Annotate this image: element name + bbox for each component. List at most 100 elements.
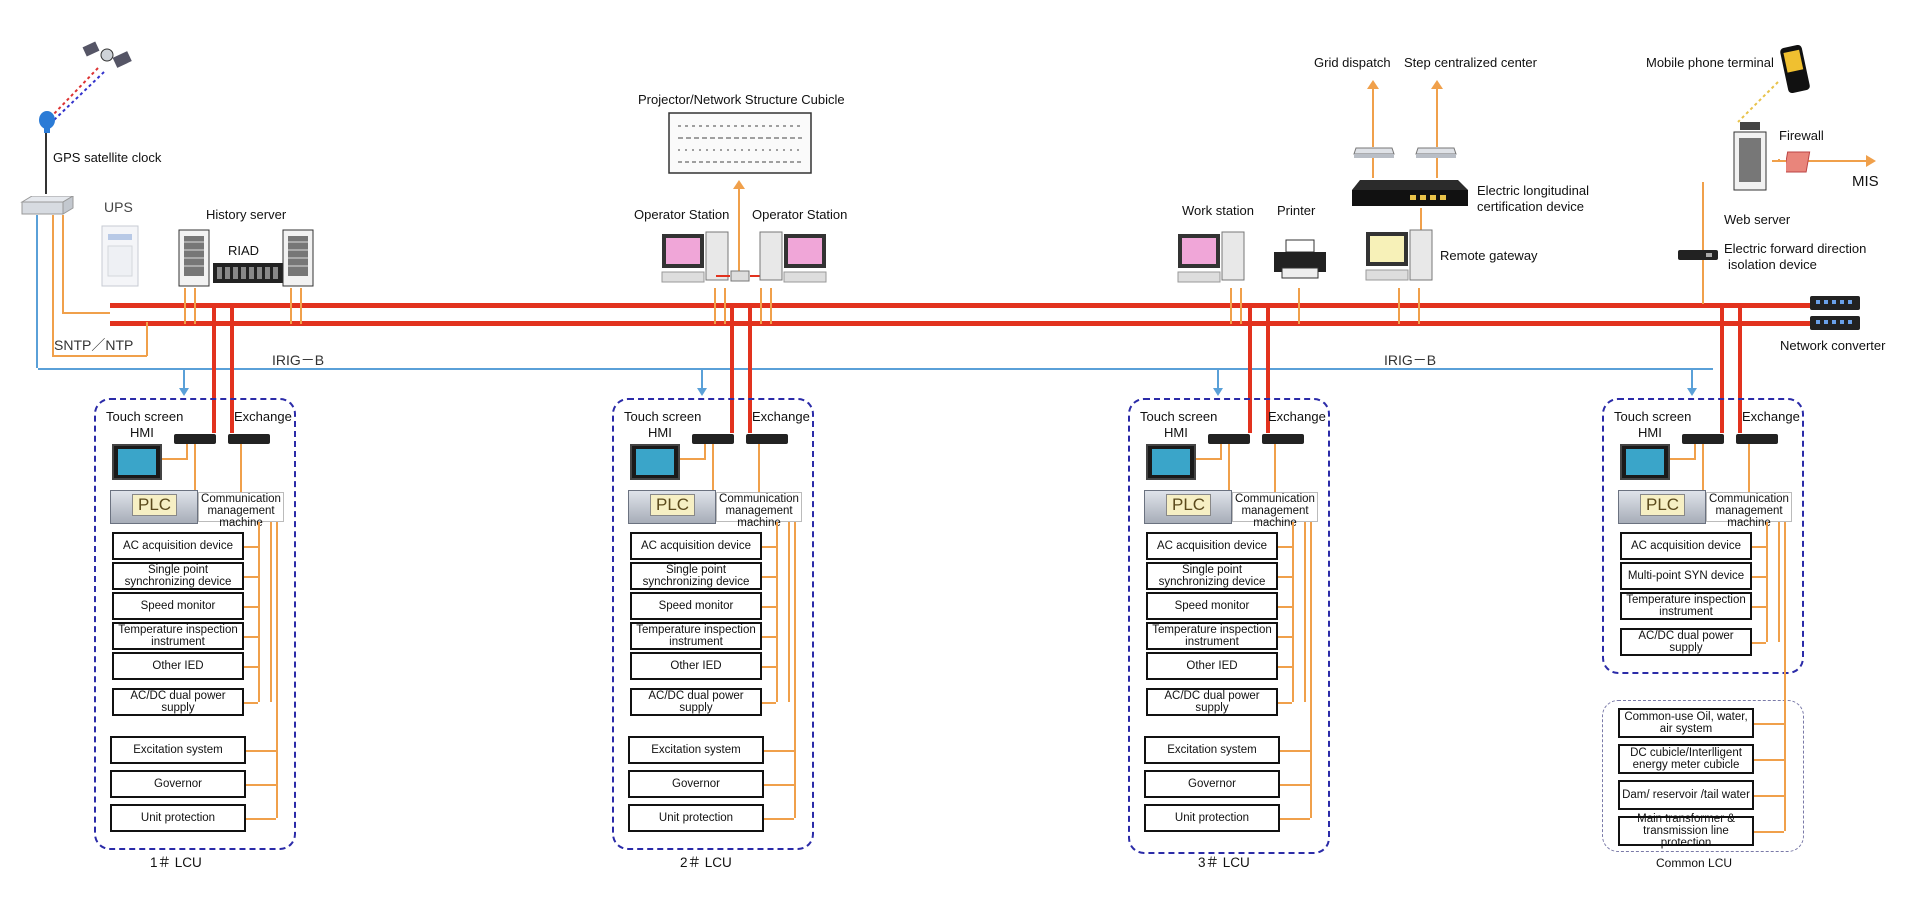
- lcu-wire: [1274, 444, 1276, 494]
- system-box: Unit protection: [110, 804, 246, 832]
- lcu-vertical-bus: [788, 522, 790, 702]
- lcu-vertical-bus: [270, 522, 272, 702]
- gps-antenna-icon: [39, 111, 55, 133]
- lcu-caption: 3＃ LCU: [1198, 855, 1250, 870]
- kvm-link: [716, 275, 730, 277]
- satellite-icon: [82, 41, 132, 68]
- system-wire: [764, 750, 794, 752]
- common-system-box: Dam/ reservoir /tail water: [1618, 780, 1754, 810]
- lcu-caption: 1＃ LCU: [150, 855, 202, 870]
- printer-drop: [1298, 288, 1300, 324]
- hmi-screen-display: [636, 449, 674, 475]
- system-vertical-bus: [1310, 522, 1312, 818]
- lcu-caption: 2＃ LCU: [680, 855, 732, 870]
- common-system-box: Main transformer & transmission line pro…: [1618, 813, 1754, 849]
- system-box: Unit protection: [628, 804, 764, 832]
- lcu-wire: [1220, 444, 1222, 460]
- system-vertical-bus: [276, 522, 278, 818]
- raid-array-icon: [213, 263, 283, 283]
- device-box: Temperature inspection instrument: [630, 622, 762, 650]
- device-wire: [244, 546, 258, 548]
- lcu-vertical-bus: [776, 522, 778, 702]
- mobile-label: Mobile phone terminal: [1646, 55, 1774, 70]
- hmi-screen-display: [1626, 449, 1664, 475]
- system-vertical-bus: [794, 522, 796, 818]
- hmi-label: HMI: [1638, 425, 1662, 440]
- comm-label-line-2: management machine: [725, 505, 793, 529]
- exchange-label: Exchange: [234, 409, 292, 424]
- device-box: Speed monitor: [1146, 592, 1278, 620]
- gateway-computer-icon: [1365, 229, 1433, 281]
- certification-device-icon: [1352, 180, 1468, 206]
- gateway-drop: [1418, 288, 1420, 324]
- ups-link: [62, 312, 110, 314]
- lcu-frame: [612, 398, 814, 850]
- arrow-up-icon: [1431, 80, 1443, 89]
- device-wire: [762, 636, 776, 638]
- firewall-label: Firewall: [1779, 128, 1824, 143]
- web-server-label: Web server: [1724, 212, 1791, 227]
- arrow-up-icon: [733, 180, 745, 189]
- device-wire: [1278, 666, 1292, 668]
- comm-label-line-2: management machine: [1715, 505, 1783, 529]
- lcu-network-drop: [1738, 305, 1742, 433]
- device-wire: [762, 576, 776, 578]
- system-wire: [246, 784, 276, 786]
- sntp-link: [146, 322, 148, 356]
- router-icon: [1353, 147, 1395, 158]
- lcu-wire: [186, 444, 188, 460]
- system-wire: [246, 750, 276, 752]
- device-wire: [1752, 642, 1766, 644]
- elec-long-label-1: Electric longitudinal: [1477, 183, 1590, 198]
- firewall-link: [1772, 160, 1792, 162]
- grid-dispatch-label: Grid dispatch: [1314, 55, 1391, 70]
- network-converter-label: Network converter: [1780, 338, 1886, 353]
- efd-label-1: Electric forward direction: [1724, 241, 1867, 256]
- common-system-box: DC cubicle/Interlligent energy meter cub…: [1618, 744, 1754, 774]
- common-system-box: Common-use Oil, water, air system: [1618, 708, 1754, 738]
- lcu-wire: [1670, 458, 1694, 460]
- device-box: Other IED: [112, 652, 244, 680]
- server-drop: [184, 288, 186, 324]
- hmi-label: HMI: [1164, 425, 1188, 440]
- irig-b-drop: [701, 368, 703, 390]
- common-system-wire: [1754, 831, 1784, 833]
- switch-icon: [692, 434, 734, 444]
- device-box: Temperature inspection instrument: [1620, 592, 1752, 620]
- lcu-wire: [1748, 444, 1750, 494]
- exchange-label: Exchange: [752, 409, 810, 424]
- comm-label-line-1: Communication: [201, 493, 281, 505]
- switch-icon: [174, 434, 216, 444]
- gps-mast: [45, 122, 47, 194]
- arrow-right-icon: [1866, 155, 1876, 167]
- elec-long-label-2: certification device: [1477, 199, 1584, 214]
- device-wire: [1752, 576, 1766, 578]
- router-icon: [1415, 147, 1457, 158]
- network-bus-a: [110, 303, 1820, 308]
- device-box: Other IED: [1146, 652, 1278, 680]
- hmi-screen-display: [118, 449, 156, 475]
- device-box: AC acquisition device: [630, 532, 762, 560]
- step-link: [1436, 158, 1438, 178]
- projector-cubicle-icon: [668, 112, 812, 174]
- ups-icon: [101, 225, 139, 287]
- opstation-drop: [714, 288, 716, 324]
- printer-label: Printer: [1277, 203, 1316, 218]
- device-box: AC acquisition device: [112, 532, 244, 560]
- printer-icon: [1274, 239, 1326, 279]
- server-tower-icon: [178, 229, 210, 287]
- sntp-link: [52, 355, 147, 357]
- system-wire: [764, 818, 794, 820]
- switch-icon: [228, 434, 270, 444]
- irig-b-drop: [1691, 368, 1693, 390]
- lcu-vertical-bus: [1778, 522, 1780, 642]
- lcu-wire: [712, 444, 714, 494]
- device-wire: [244, 606, 258, 608]
- server-drop: [290, 288, 292, 324]
- switch-icon: [746, 434, 788, 444]
- lcu-caption: Common LCU: [1656, 856, 1733, 870]
- network-converter-icon: [1810, 296, 1860, 330]
- lcu-network-drop: [1720, 305, 1724, 433]
